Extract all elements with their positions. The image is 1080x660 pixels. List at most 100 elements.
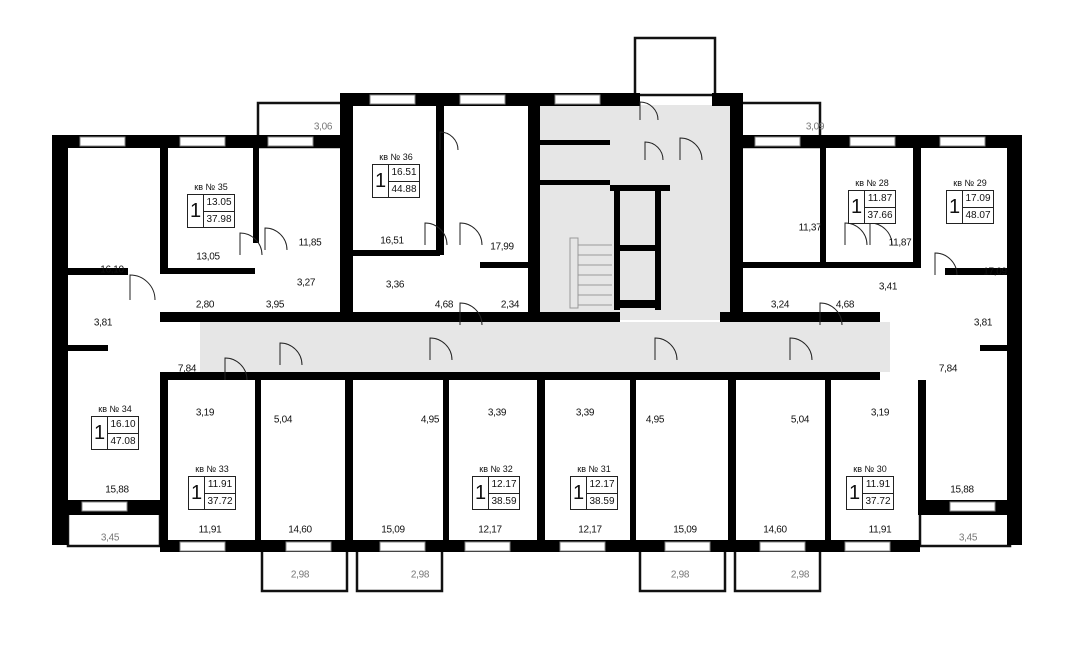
wall (68, 345, 108, 351)
apartment-number: кв № 31 (570, 464, 618, 474)
window (844, 541, 891, 552)
door (429, 337, 453, 361)
door (424, 222, 448, 246)
wall (253, 148, 259, 243)
wall (913, 148, 921, 268)
apartment-number-value: 33 (218, 464, 229, 474)
living-area: 16.10 (108, 417, 138, 434)
room-area-label: 17,09 (983, 266, 1007, 278)
wall (480, 262, 530, 268)
wall (68, 268, 128, 275)
apartment-prefix: кв № (479, 464, 501, 474)
apartment-number: кв № 34 (91, 404, 139, 414)
room-area-label: 3,09 (805, 121, 825, 133)
window (267, 136, 314, 147)
door (224, 357, 248, 381)
living-area: 11.91 (205, 477, 235, 494)
living-area: 11.87 (865, 191, 895, 208)
room-count: 1 (92, 417, 108, 449)
apartment-prefix: кв № (195, 464, 217, 474)
wall (540, 140, 610, 145)
total-area: 38.59 (491, 495, 517, 507)
room-area-label: 15,09 (381, 524, 405, 536)
room-area-label: 3,81 (93, 317, 113, 329)
wall (730, 262, 820, 268)
door (819, 302, 843, 326)
room-area-label: 3,19 (195, 407, 215, 419)
apartment-number: кв № 32 (472, 464, 520, 474)
room-count: 1 (189, 477, 205, 509)
room-count: 1 (473, 477, 489, 509)
wall (945, 268, 1007, 275)
wall (537, 380, 545, 545)
window (949, 501, 996, 512)
room-area-label: 3,19 (870, 407, 890, 419)
window (369, 94, 416, 105)
wall (255, 380, 261, 545)
wall (340, 93, 353, 318)
wall (610, 185, 670, 191)
room-area-label: 5,04 (790, 414, 810, 426)
apartment-prefix: кв № (98, 404, 120, 414)
wall (345, 250, 440, 256)
room-area-label: 7,84 (938, 363, 958, 375)
room-area-label: 11,37 (798, 222, 822, 234)
door (789, 337, 813, 361)
wall (160, 268, 255, 274)
apartment-number-value: 34 (121, 404, 132, 414)
wall (728, 380, 736, 545)
room-area-label: 12,17 (478, 524, 502, 536)
wall (730, 93, 743, 318)
wall (160, 380, 168, 545)
wall (345, 380, 353, 545)
door (129, 274, 156, 301)
wall (618, 245, 658, 251)
wall (1007, 135, 1022, 510)
room-area-label: 7,84 (177, 363, 197, 375)
room-count: 1 (188, 195, 204, 227)
wall (540, 180, 610, 185)
wall (825, 380, 831, 545)
room-area-label: 3,39 (575, 407, 595, 419)
door (844, 222, 868, 246)
door (679, 137, 703, 161)
room-area-label: 11,87 (888, 237, 912, 249)
window (179, 136, 226, 147)
wall (528, 105, 540, 320)
wall (820, 148, 826, 268)
room-area-label: 3,27 (296, 277, 316, 289)
wall (540, 312, 620, 322)
window (759, 541, 806, 552)
door (439, 131, 459, 151)
wall (160, 312, 540, 322)
wall (160, 372, 880, 380)
wall (52, 135, 68, 510)
total-area: 37.72 (865, 495, 891, 507)
room-area-label: 11,85 (298, 237, 322, 249)
room-area-label: 2,34 (500, 299, 520, 311)
window (459, 94, 506, 105)
apartment-number: кв № 29 (946, 178, 994, 188)
room-area-label: 2,98 (670, 569, 690, 581)
door (639, 101, 659, 121)
apartment-number-value: 28 (878, 178, 889, 188)
stair-railing (569, 237, 579, 309)
wall (826, 262, 916, 268)
room-area-label: 2,80 (195, 299, 215, 311)
room-area-label: 2,98 (290, 569, 310, 581)
